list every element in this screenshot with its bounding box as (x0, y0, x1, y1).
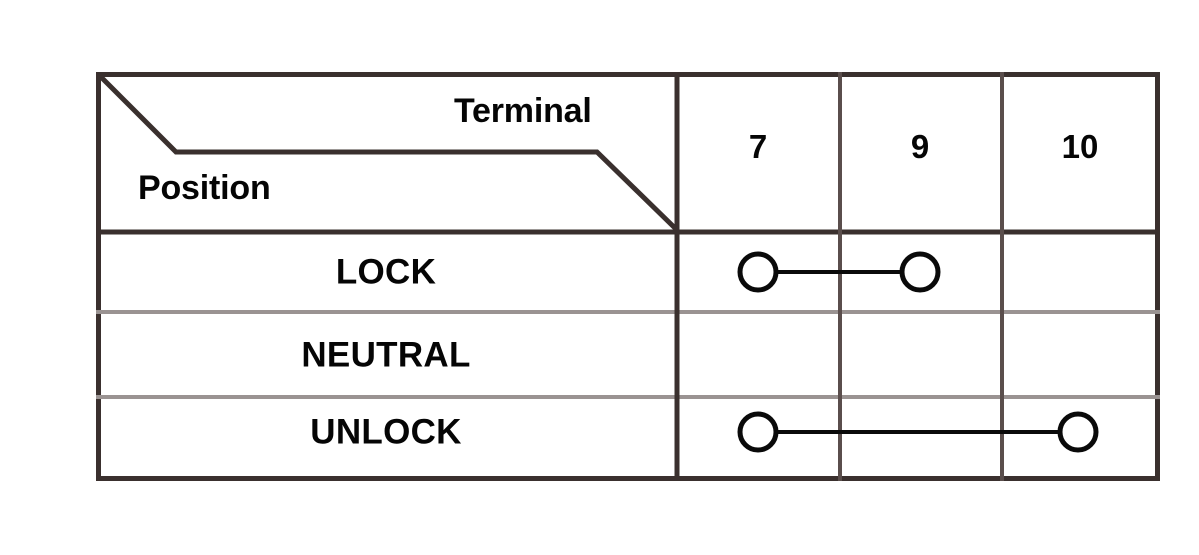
table-text-layer: Terminal Position 7 9 10 LOCK NEUTRAL UN… (96, 72, 1160, 481)
continuity-lock-7-9 (737, 251, 941, 293)
header-diagonal-divider (97, 73, 679, 232)
column-header-t7: 7 (748, 128, 768, 165)
switch-continuity-table: Terminal Position 7 9 10 LOCK NEUTRAL UN… (96, 72, 1160, 481)
row-label-neutral: NEUTRAL (301, 335, 471, 375)
column-header-t9: 9 (910, 128, 930, 165)
continuity-unlock-7-10 (737, 411, 1099, 453)
continuity-node-lock-t7 (737, 251, 779, 293)
table-grid (96, 72, 1160, 481)
continuity-node-unlock-t10 (1057, 411, 1099, 453)
row-label-unlock: UNLOCK (310, 412, 462, 452)
table-outer-border (96, 72, 1160, 481)
row-label-lock: LOCK (335, 252, 437, 292)
column-header-t10: 10 (1061, 128, 1099, 165)
continuity-node-lock-t9 (899, 251, 941, 293)
column-axis-label: Terminal (454, 92, 592, 130)
row-axis-label: Position (138, 169, 271, 207)
continuity-node-unlock-t7 (737, 411, 779, 453)
